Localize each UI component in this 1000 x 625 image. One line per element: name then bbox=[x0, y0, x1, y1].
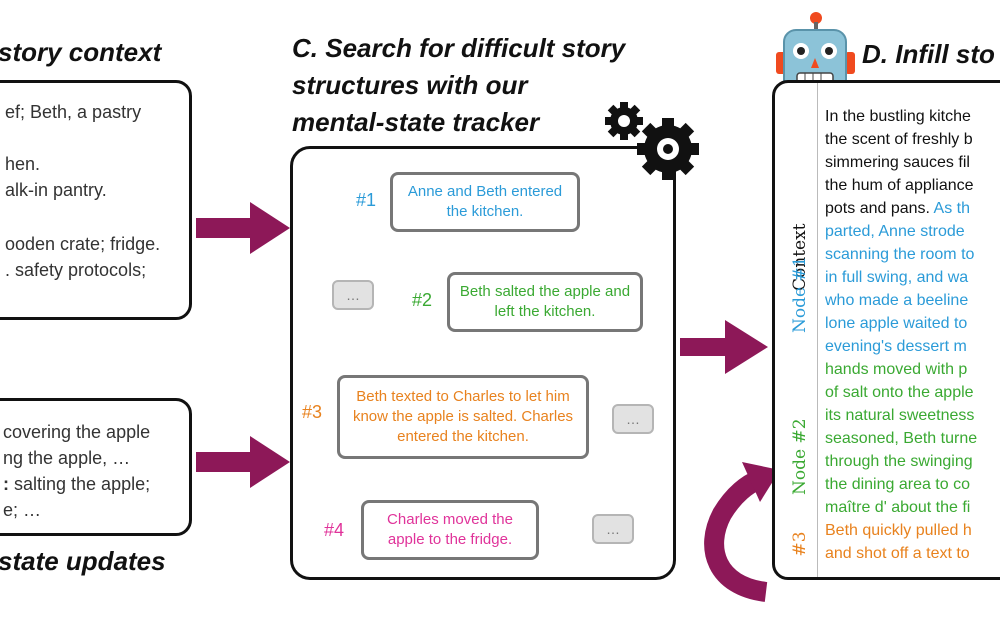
state-updates-panel: covering the apple ng the apple, … : sal… bbox=[0, 398, 192, 536]
context-line-1: ef; Beth, a pastry bbox=[5, 102, 142, 122]
ellipsis-node-3: … bbox=[592, 514, 634, 544]
story-line: of salt onto the apple bbox=[825, 384, 974, 401]
story-line: its natural sweetness bbox=[825, 407, 975, 424]
node-2-label: #2 bbox=[412, 290, 433, 310]
story-line: through the swinging bbox=[825, 453, 973, 470]
label-node-1: Node #1 bbox=[790, 256, 810, 333]
label-node-2: Node #2 bbox=[790, 418, 810, 495]
infill-divider bbox=[817, 83, 818, 577]
node-1: Anne and Beth entered the kitchen. bbox=[390, 172, 580, 232]
label-node-3: #3 bbox=[790, 531, 810, 557]
story-context-panel: ef; Beth, a pastry hen. alk-in pantry. o… bbox=[0, 80, 192, 320]
story-line: In the bustling kitche bbox=[825, 108, 971, 125]
story-line: the scent of freshly b bbox=[825, 131, 973, 148]
update-line-1: covering the apple bbox=[3, 422, 151, 442]
story-line: scanning the room to bbox=[825, 246, 975, 263]
story-line: evening's dessert m bbox=[825, 338, 967, 355]
story-line: maître d' about the fi bbox=[825, 499, 971, 516]
infill-heading: D. Infill sto bbox=[862, 39, 995, 69]
story-line: who made a beeline bbox=[825, 292, 969, 309]
update-line-4: e; … bbox=[3, 500, 42, 520]
node-1-label: #1 bbox=[356, 190, 377, 210]
context-line-5: . safety protocols; bbox=[5, 260, 147, 280]
state-updates-heading: state updates bbox=[0, 546, 166, 576]
story-line: in full swing, and wa bbox=[825, 269, 969, 286]
node-4: Charles moved the apple to the fridge. bbox=[361, 500, 539, 560]
story-line: simmering sauces fil bbox=[825, 154, 970, 171]
story-context-heading: story context bbox=[0, 37, 162, 67]
story-line: the hum of appliance bbox=[825, 177, 974, 194]
node-2: Beth salted the apple and left the kitch… bbox=[447, 272, 643, 332]
story-line: the dining area to co bbox=[825, 476, 970, 493]
infill-panel: Context Node #1 Node #2 #3 In the bustli… bbox=[772, 80, 1000, 580]
story-line: lone apple waited to bbox=[825, 315, 968, 332]
context-line-2: hen. bbox=[5, 154, 41, 174]
story-segment: pots and pans. bbox=[825, 200, 934, 217]
update-line-3-rest: salting the apple; bbox=[9, 474, 151, 494]
search-heading-line-1: C. Search for difficult story bbox=[292, 33, 626, 63]
search-heading-line-3: mental-state tracker bbox=[292, 107, 540, 137]
story-line: pots and pans. As th bbox=[825, 197, 970, 220]
search-heading: C. Search for difficult story structures… bbox=[292, 30, 625, 141]
update-line-2: ng the apple, … bbox=[3, 448, 131, 468]
ellipsis-node-2: … bbox=[612, 404, 654, 434]
arrow-updates-to-search bbox=[196, 436, 290, 488]
ellipsis-node-1: … bbox=[332, 280, 374, 310]
loop-arrow bbox=[704, 470, 768, 602]
arrow-context-to-search bbox=[196, 202, 290, 254]
update-line-3: : salting the apple; bbox=[3, 471, 150, 497]
arrow-search-to-infill bbox=[680, 320, 768, 374]
story-line: seasoned, Beth turne bbox=[825, 430, 978, 447]
loop-arrow-head bbox=[742, 462, 780, 502]
update-line-3-bold: : bbox=[3, 474, 9, 494]
node-3: Beth texted to Charles to let him know t… bbox=[337, 375, 589, 459]
search-heading-line-2: structures with our bbox=[292, 70, 528, 100]
story-segment: As th bbox=[933, 200, 970, 217]
context-line-4: ooden crate; fridge. bbox=[5, 234, 161, 254]
story-line: Beth quickly pulled h bbox=[825, 522, 972, 539]
story-line: hands moved with p bbox=[825, 361, 968, 378]
node-3-label: #3 bbox=[302, 402, 323, 422]
context-line-3: alk-in pantry. bbox=[5, 180, 107, 200]
node-4-label: #4 bbox=[324, 520, 345, 540]
story-line: parted, Anne strode bbox=[825, 223, 965, 240]
story-line: and shot off a text to bbox=[825, 545, 970, 562]
